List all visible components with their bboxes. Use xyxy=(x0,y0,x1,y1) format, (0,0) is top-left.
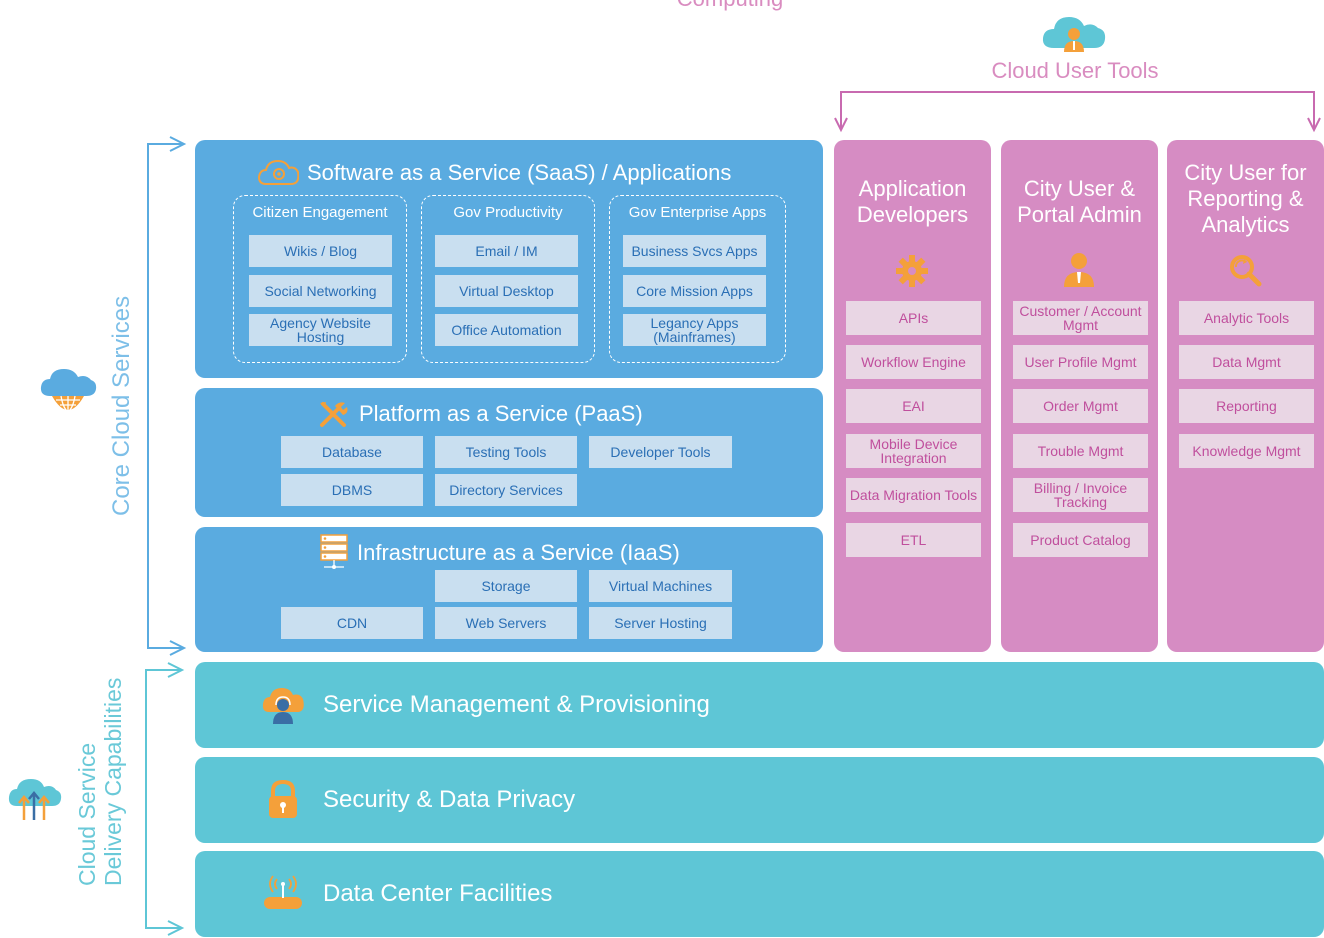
cloud-user-tools-label: Cloud User Tools xyxy=(991,58,1159,83)
chip-database: Database xyxy=(281,436,423,468)
chip-dbms: DBMS xyxy=(281,474,423,506)
saas-title-text: Software as a Service (SaaS) / Applicati… xyxy=(307,160,732,185)
band-label: Data Center Facilities xyxy=(323,880,553,907)
delivery-capabilities-label: Cloud Service Delivery Capabilities xyxy=(74,678,126,886)
saas-group-enterprise: Gov Enterprise Apps Business Svcs Apps C… xyxy=(609,195,786,363)
delivery-bracket xyxy=(145,662,185,936)
chip-agency-website-hosting: Agency Website Hosting xyxy=(249,314,392,346)
paas-title-text: Platform as a Service (PaaS) xyxy=(359,401,643,426)
cloud-globe-icon xyxy=(40,369,97,413)
iaas-panel: Infrastructure as a Service (IaaS) Stora… xyxy=(195,527,823,652)
delivery-label-line2: Delivery Capabilities xyxy=(100,677,126,886)
cloud-gear-icon xyxy=(257,159,299,185)
group-title: Citizen Engagement xyxy=(252,204,388,221)
chip-reporting: Reporting xyxy=(1179,389,1314,423)
chip-order-mgmt: Order Mgmt xyxy=(1013,389,1148,423)
analytics-icon xyxy=(1230,255,1262,287)
chip-analytic-tools: Analytic Tools xyxy=(1179,301,1314,335)
saas-group-citizen: Citizen Engagement Wikis / Blog Social N… xyxy=(233,195,407,363)
chip-core-mission-apps: Core Mission Apps xyxy=(623,275,766,307)
chip-business-svcs-apps: Business Svcs Apps xyxy=(623,235,766,267)
band-label: Security & Data Privacy xyxy=(323,786,576,813)
core-services-bracket xyxy=(147,136,187,656)
chip-email-im: Email / IM xyxy=(435,235,578,267)
chip-web-servers: Web Servers xyxy=(435,607,577,639)
paas-panel: Platform as a Service (PaaS) Database Te… xyxy=(195,388,823,517)
chip-legacy-apps: Legancy Apps (Mainframes) xyxy=(623,314,766,346)
chip-customer-account-mgmt: Customer / Account Mgmt xyxy=(1013,301,1148,335)
server-icon xyxy=(320,534,348,569)
column-title: City User & Portal Admin xyxy=(1017,176,1142,227)
chip-directory-services: Directory Services xyxy=(435,474,577,506)
chip-knowledge-mgmt: Knowledge Mgmt xyxy=(1179,434,1314,468)
lock-icon xyxy=(269,779,297,818)
gear-icon xyxy=(896,255,928,287)
saas-panel: Software as a Service (SaaS) / Applicati… xyxy=(195,140,823,378)
band-security: Security & Data Privacy xyxy=(195,757,1324,843)
chip-testing-tools: Testing Tools xyxy=(435,436,577,468)
chip-data-migration-tools: Data Migration Tools xyxy=(846,478,981,512)
column-title: Application Developers xyxy=(856,176,969,227)
group-title: Gov Productivity xyxy=(453,204,563,221)
cloud-user-icon xyxy=(1042,17,1106,52)
saas-group-productivity: Gov Productivity Email / IM Virtual Desk… xyxy=(421,195,595,363)
chip-product-catalog: Product Catalog xyxy=(1013,523,1148,557)
chip-data-mgmt: Data Mgmt xyxy=(1179,345,1314,379)
chip-office-automation: Office Automation xyxy=(435,314,578,346)
user-icon xyxy=(1064,253,1094,287)
diagram-title: Computing xyxy=(600,0,860,12)
iaas-title-text: Infrastructure as a Service (IaaS) xyxy=(357,540,680,565)
user-tools-bracket xyxy=(834,91,1321,133)
chip-server-hosting: Server Hosting xyxy=(589,607,732,639)
tools-icon xyxy=(320,402,348,427)
chip-billing-invoice-tracking: Billing / Invoice Tracking xyxy=(1013,478,1148,512)
chip-eai: EAI xyxy=(846,389,981,423)
band-data-center: Data Center Facilities xyxy=(195,851,1324,937)
band-service-management: Service Management & Provisioning xyxy=(195,662,1324,748)
iaas-title: Infrastructure as a Service (IaaS) xyxy=(319,533,680,573)
cloud-upload-icon xyxy=(8,779,62,820)
delivery-label-line1: Cloud Service xyxy=(74,742,100,886)
chip-apis: APIs xyxy=(846,301,981,335)
chip-virtual-machines: Virtual Machines xyxy=(589,570,732,602)
chip-mobile-device-integration: Mobile Device Integration xyxy=(846,434,981,468)
chip-wikis-blog: Wikis / Blog xyxy=(249,235,392,267)
chip-trouble-mgmt: Trouble Mgmt xyxy=(1013,434,1148,468)
chip-social-networking: Social Networking xyxy=(249,275,392,307)
chip-cdn: CDN xyxy=(281,607,423,639)
saas-title: Software as a Service (SaaS) / Applicati… xyxy=(257,158,731,188)
group-title: Gov Enterprise Apps xyxy=(628,204,767,221)
chip-user-profile-mgmt: User Profile Mgmt xyxy=(1013,345,1148,379)
chip-developer-tools: Developer Tools xyxy=(589,436,732,468)
core-cloud-services-label: Core Cloud Services xyxy=(108,295,135,516)
column-title: City User for Reporting & Analytics xyxy=(1184,160,1307,237)
chip-workflow-engine: Workflow Engine xyxy=(846,345,981,379)
column-city-user-portal-admin: City User & Portal Admin Customer / Acco… xyxy=(1001,140,1158,652)
column-reporting-analytics: City User for Reporting & Analytics Anal… xyxy=(1167,140,1324,652)
paas-title: Platform as a Service (PaaS) xyxy=(317,400,643,428)
column-application-developers: Application Developers APIs Workflow Eng… xyxy=(834,140,991,652)
cloud-support-icon xyxy=(262,688,304,724)
band-label: Service Management & Provisioning xyxy=(323,691,710,718)
router-icon xyxy=(264,875,302,909)
chip-storage: Storage xyxy=(435,570,577,602)
chip-virtual-desktop: Virtual Desktop xyxy=(435,275,578,307)
chip-etl: ETL xyxy=(846,523,981,557)
